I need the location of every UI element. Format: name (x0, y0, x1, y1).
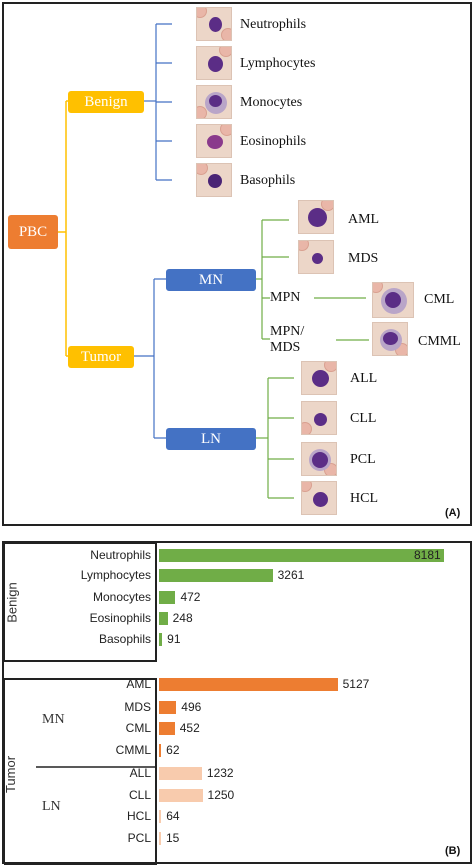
basophil-image (196, 163, 232, 197)
category-label: Monocytes (92, 590, 151, 604)
panel-b-tag: (B) (445, 845, 461, 857)
lymphocyte-image (196, 46, 232, 80)
category-label: Eosinophils (89, 611, 151, 625)
category-frames (4, 543, 157, 865)
neutrophil-image (196, 7, 232, 41)
mpn-label: MPN (270, 290, 301, 305)
ln-node: LN (166, 428, 256, 450)
mpn-mds-label: MPN/ MDS (270, 324, 305, 356)
bar-value-label: 496 (181, 700, 202, 714)
bar-value-label: 8181 (414, 548, 441, 562)
bar-value-label: 3261 (277, 568, 305, 582)
eosinophils-label: Eosinophils (240, 134, 307, 149)
lymphocytes-label: Lymphocytes (240, 56, 316, 71)
mn-node: MN (166, 269, 256, 291)
bar (159, 789, 203, 802)
bar (159, 569, 273, 582)
hcl-label: HCL (350, 491, 378, 506)
bar (159, 767, 202, 780)
bar (159, 810, 162, 823)
bar-value-label: 472 (180, 590, 201, 604)
bar (159, 832, 161, 845)
tumor-node: Tumor (68, 346, 134, 368)
bar-value-label: 1250 (207, 788, 235, 802)
panel-a-tag: (A) (445, 507, 461, 519)
category-label: HCL (126, 809, 151, 823)
bar (159, 744, 162, 757)
pcl-image (301, 442, 337, 476)
benign-node: Benign (68, 91, 144, 113)
bar-value-label: 248 (172, 611, 193, 625)
eosinophil-image (196, 124, 232, 158)
neutrophils-label: Neutrophils (240, 17, 307, 32)
bar (159, 678, 338, 691)
aml-label: AML (348, 212, 380, 227)
cml-image (372, 282, 414, 318)
basophils-label: Basophils (240, 173, 296, 188)
pcl-label: PCL (350, 452, 376, 467)
bar-value-label: 5127 (342, 677, 370, 691)
monocytes-label: Monocytes (240, 95, 303, 110)
all-image (301, 361, 337, 395)
monocyte-image (196, 85, 232, 119)
cmml-label: CMML (418, 334, 461, 349)
cml-label: CML (424, 292, 455, 307)
bar (159, 591, 176, 604)
category-label: CML (125, 721, 151, 735)
category-label: Neutrophils (90, 548, 151, 562)
category-label: MDS (124, 700, 151, 714)
category-label: AML (126, 677, 151, 691)
bar-value-label: 452 (179, 721, 200, 735)
group-mn-label: MN (42, 712, 65, 727)
bar (159, 549, 444, 562)
cll-image (301, 401, 337, 435)
category-label: CLL (128, 788, 151, 802)
bar-value-label: 15 (166, 831, 180, 845)
bar (159, 722, 175, 735)
category-label: Lymphocytes (80, 568, 151, 582)
cll-label: CLL (350, 411, 377, 426)
root-node: PBC (8, 215, 58, 249)
bar (159, 701, 177, 714)
bar-value-label: 1232 (206, 766, 234, 780)
bar (159, 612, 168, 625)
hcl-image (301, 481, 337, 515)
tree-connectors (58, 23, 369, 499)
category-label: Basophils (98, 632, 151, 646)
category-label: ALL (129, 766, 151, 780)
all-label: ALL (350, 371, 378, 386)
bar-value-label: 91 (167, 632, 181, 646)
bar (159, 633, 163, 646)
cmml-image (372, 322, 408, 356)
bar-value-label: 62 (166, 743, 180, 757)
mds-image (298, 240, 334, 274)
group-ln-label: LN (42, 799, 61, 814)
mds-label: MDS (348, 251, 379, 266)
category-label: PCL (127, 831, 151, 845)
bar-value-label: 64 (166, 809, 180, 823)
panel-a: PBC Benign Tumor MN LN Neutrophils Lymph… (2, 2, 472, 526)
category-label: CMML (115, 743, 151, 757)
aml-image (298, 200, 334, 234)
